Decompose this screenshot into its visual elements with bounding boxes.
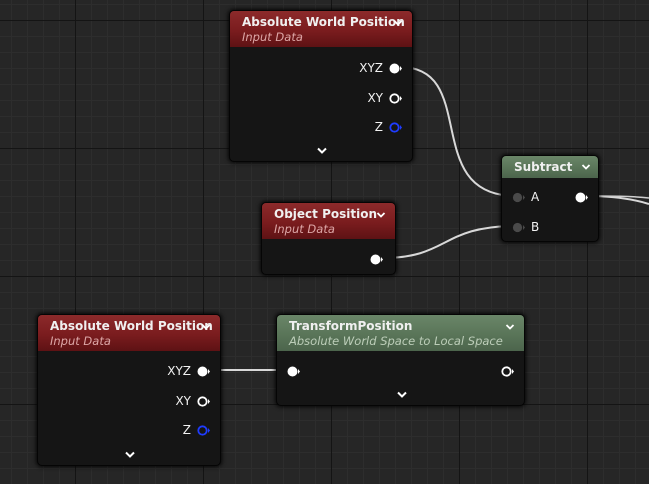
pin-label-b: B: [531, 220, 540, 234]
node-title: Object Position: [274, 207, 378, 221]
output-pin-row-z: Z: [183, 422, 210, 438]
node-title: Subtract: [514, 160, 573, 174]
node-header[interactable]: Object Position Input Data: [262, 203, 395, 239]
expand-chevron-icon[interactable]: [396, 391, 408, 399]
pin-label-a: A: [531, 190, 540, 204]
node-transform-position[interactable]: TransformPosition Absolute World Space t…: [276, 314, 525, 406]
pin-label-z: Z: [374, 120, 383, 134]
node-absolute-world-position-top[interactable]: Absolute World Position Input Data XYZ X…: [229, 10, 413, 162]
pin-label-xyz: XYZ: [167, 364, 191, 378]
wire-awp-xyz-to-subtract-a[interactable]: [399, 66, 517, 197]
expand-chevron-icon[interactable]: [124, 451, 136, 459]
pin-connected-white-icon[interactable]: [370, 253, 383, 266]
node-title: TransformPosition: [289, 319, 413, 333]
node-header[interactable]: Absolute World Position Input Data: [38, 315, 220, 351]
output-pin-row: [370, 251, 383, 267]
output-pin-row: [575, 189, 588, 205]
node-subtract[interactable]: Subtract A B: [501, 155, 599, 242]
pin-open-blue-icon[interactable]: [389, 121, 402, 134]
pin-label-xyz: XYZ: [359, 61, 383, 75]
pin-label-xy: XY: [367, 91, 383, 105]
node-header[interactable]: TransformPosition Absolute World Space t…: [277, 315, 524, 351]
pin-input-gray-icon[interactable]: [512, 191, 525, 204]
input-pin-row-a: A: [512, 189, 539, 205]
node-title: Absolute World Position: [50, 319, 213, 333]
output-pin-row-z: Z: [375, 119, 402, 135]
node-object-position[interactable]: Object Position Input Data: [261, 202, 396, 275]
node-subtitle: Input Data: [242, 30, 303, 44]
node-subtitle: Absolute World Space to Local Space: [289, 334, 503, 348]
output-pin-row-xyz: XYZ: [167, 363, 210, 379]
chevron-down-icon[interactable]: [505, 322, 515, 332]
chevron-down-icon[interactable]: [376, 210, 386, 220]
node-header[interactable]: Absolute World Position Input Data: [230, 11, 412, 47]
input-pin-row: [287, 363, 300, 379]
pin-input-gray-icon[interactable]: [512, 221, 525, 234]
pin-label-z: Z: [182, 423, 191, 437]
pin-open-white-icon[interactable]: [389, 92, 402, 105]
node-absolute-world-position-bottom[interactable]: Absolute World Position Input Data XYZ X…: [37, 314, 221, 466]
node-title: Absolute World Position: [242, 15, 405, 29]
wire-object-position-to-subtract-b[interactable]: [381, 225, 517, 259]
node-subtitle: Input Data: [274, 222, 335, 236]
output-pin-row-xyz: XYZ: [359, 60, 402, 76]
expand-chevron-icon[interactable]: [316, 147, 328, 155]
input-pin-row-b: B: [512, 219, 539, 235]
pin-connected-white-icon[interactable]: [287, 365, 300, 378]
pin-open-white-icon[interactable]: [197, 395, 210, 408]
pin-label-xy: XY: [175, 394, 191, 408]
pin-open-white-icon[interactable]: [501, 365, 514, 378]
node-subtitle: Input Data: [50, 334, 111, 348]
node-header[interactable]: Subtract: [502, 156, 598, 178]
pin-open-blue-icon[interactable]: [197, 424, 210, 437]
output-pin-row: [501, 363, 514, 379]
chevron-down-icon[interactable]: [393, 18, 403, 28]
chevron-down-icon[interactable]: [201, 322, 211, 332]
chevron-down-icon[interactable]: [581, 162, 591, 172]
pin-connected-white-icon[interactable]: [197, 365, 210, 378]
pin-connected-white-icon[interactable]: [389, 62, 402, 75]
output-pin-row-xy: XY: [367, 90, 402, 106]
pin-connected-white-icon[interactable]: [575, 191, 588, 204]
output-pin-row-xy: XY: [175, 393, 210, 409]
